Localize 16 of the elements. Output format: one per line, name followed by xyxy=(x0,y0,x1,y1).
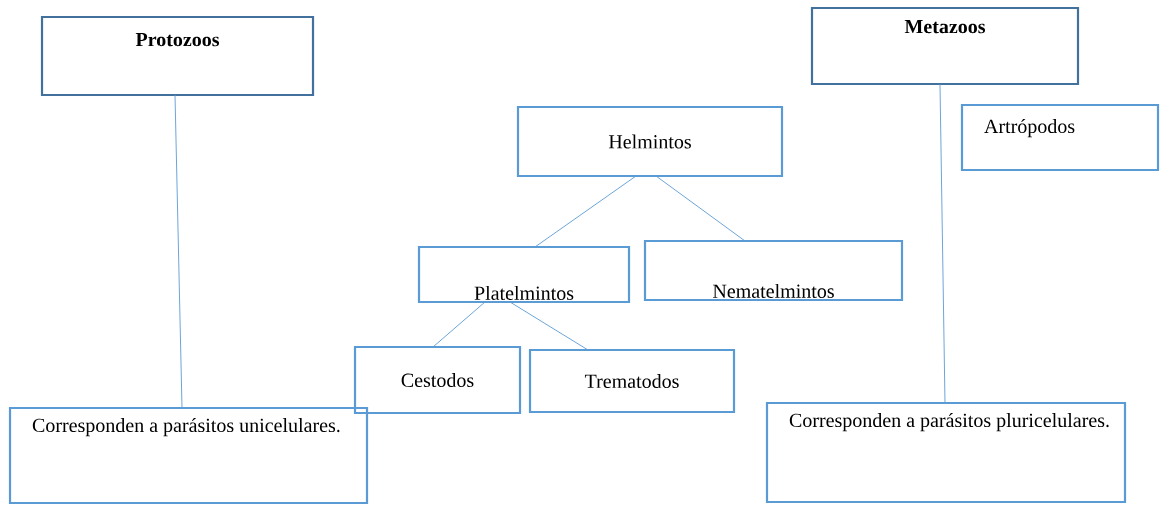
category-box: Protozoos xyxy=(40,15,315,97)
connector-line xyxy=(509,301,589,351)
group-box: Trematodos xyxy=(528,348,736,414)
connector-line xyxy=(432,301,486,348)
connector-line xyxy=(939,83,946,404)
connector-line xyxy=(174,94,183,409)
description-box: Corresponden a parásitos unicelulares. xyxy=(8,406,369,505)
connector-line xyxy=(655,175,746,242)
connector-line xyxy=(534,175,637,248)
description-box: Corresponden a parásitos pluricelulares. xyxy=(765,401,1127,504)
category-box: Metazoos xyxy=(810,6,1080,86)
group-box: Platelmintos xyxy=(417,245,631,304)
group-box: Artrópodos xyxy=(960,103,1160,172)
group-box: Nematelmintos xyxy=(643,239,904,302)
group-box: Cestodos xyxy=(353,345,522,415)
group-box: Helmintos xyxy=(516,105,784,178)
